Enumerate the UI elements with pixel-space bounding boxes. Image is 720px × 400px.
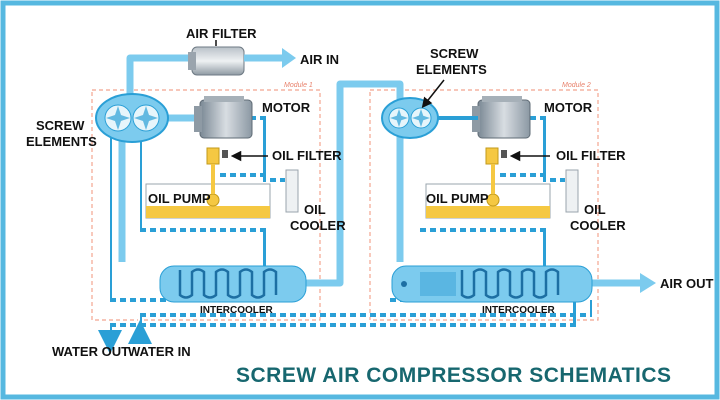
module-1-label: Module 1 (284, 82, 313, 89)
motor-1 (194, 96, 253, 139)
label-screw-elements-1a: SCREW (36, 118, 85, 133)
module-1-air-pipes (118, 54, 404, 287)
label-oil-cooler-1a: OIL (304, 202, 326, 217)
label-screw-elements-2a: SCREW (430, 46, 479, 61)
oil-tank-1 (145, 164, 271, 219)
screw-elements-2-pointer (421, 79, 445, 109)
page-title: SCREW AIR COMPRESSOR SCHEMATICS (236, 364, 672, 387)
label-water-in: WATER IN (128, 344, 191, 359)
oil-tank-2 (425, 164, 551, 219)
label-intercooler-1: INTERCOOLER (200, 305, 274, 316)
label-air-in: AIR IN (300, 52, 339, 67)
module-1-boundary (91, 89, 321, 321)
motor-2 (472, 96, 531, 139)
air-filter (188, 46, 245, 76)
module-2-boundary (369, 89, 599, 321)
label-oil-cooler-1b: COOLER (290, 218, 346, 233)
oil-filter-2 (485, 147, 507, 165)
label-oil-cooler-2b: COOLER (570, 218, 626, 233)
label-motor-2: MOTOR (544, 100, 593, 115)
label-screw-elements-1b: ELEMENTS (26, 134, 97, 149)
label-oil-cooler-2a: OIL (584, 202, 606, 217)
oil-cooler-1 (285, 169, 299, 213)
label-air-filter: AIR FILTER (186, 26, 257, 41)
label-oil-pump-1: OIL PUMP (148, 191, 211, 206)
screw-elements-1 (95, 93, 169, 143)
label-oil-pump-2: OIL PUMP (426, 191, 489, 206)
air-out-arrowhead (640, 273, 656, 293)
label-air-out: AIR OUT (660, 276, 714, 291)
module-2-label: Module 2 (562, 82, 591, 89)
intercooler-2 (391, 265, 593, 303)
screw-elements-2 (381, 97, 439, 139)
label-water-out: WATER OUT (52, 344, 129, 359)
module-2-air-pipes (396, 136, 640, 287)
label-oil-filter-1: OIL FILTER (272, 148, 342, 163)
air-in-arrowhead (282, 48, 296, 68)
label-motor-1: MOTOR (262, 100, 311, 115)
label-screw-elements-2b: ELEMENTS (416, 62, 487, 77)
intercooler-1 (159, 265, 307, 303)
label-intercooler-2: INTERCOOLER (482, 305, 556, 316)
oil-cooler-2 (565, 169, 579, 213)
label-oil-filter-2: OIL FILTER (556, 148, 626, 163)
oil-filter-1 (206, 147, 228, 165)
